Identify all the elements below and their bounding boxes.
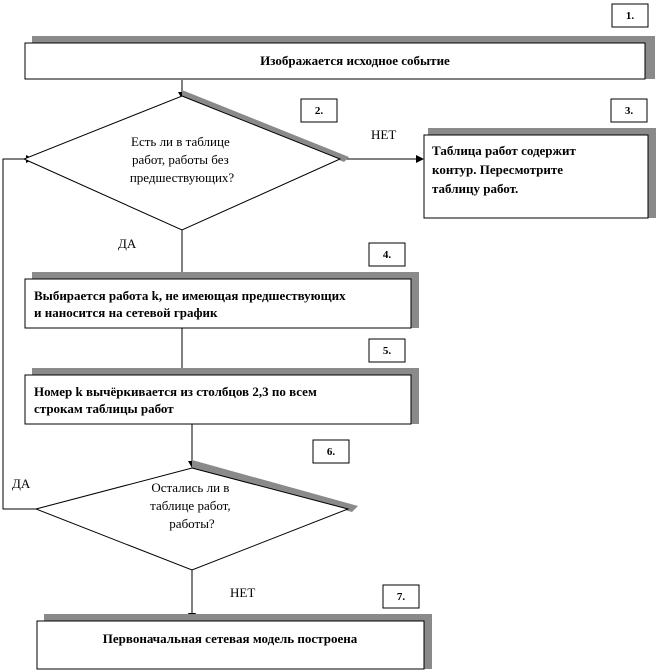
arrowhead-2-3 — [416, 155, 424, 163]
node-3-number: 3. — [625, 105, 634, 117]
node-7-number-box — [382, 584, 420, 609]
node-5-number-box — [368, 338, 406, 363]
edge-label-yes-2-4: ДА — [118, 236, 137, 251]
edge-label-no-6-7: НЕТ — [230, 585, 255, 600]
node-2-number: 2. — [315, 105, 324, 117]
node-1-box — [24, 42, 646, 80]
node-5-text: Номер k вычёркивается из столбцов 2,3 по… — [34, 384, 320, 416]
node-1-shadow-right — [645, 36, 655, 79]
node-3-shadow-top — [428, 128, 654, 138]
node-7-shadow-top — [44, 614, 432, 624]
node-6-number-box — [312, 439, 350, 464]
edge-label-no-2-3: НЕТ — [371, 127, 396, 142]
node-2-diamond — [22, 95, 342, 231]
node-4-shadow-right — [411, 272, 419, 328]
node-3-shadow-right — [648, 128, 656, 218]
node-3-text: Таблица работ содержит контур. Пересмотр… — [432, 143, 579, 196]
node-5-shadow-top — [32, 368, 419, 378]
node-6-shadow — [192, 460, 358, 512]
node-2-number-box — [300, 98, 338, 123]
node-6-text: Остались ли в таблице работ, работы? — [150, 480, 234, 531]
node-5-shadow-right — [411, 368, 419, 424]
node-7-shadow-right — [424, 614, 432, 669]
node-2-text: Есть ли в таблице работ, работы без пред… — [130, 134, 235, 185]
node-7-number: 7. — [397, 591, 406, 603]
edge-label-yes-6-loop: ДА — [12, 476, 31, 491]
node-6-diamond — [34, 467, 350, 571]
node-1-number: 1. — [626, 10, 635, 22]
node-4-text: Выбирается работа k, не имеющая предшест… — [34, 288, 349, 320]
connector-6-loop-to-2 — [2, 158, 40, 510]
node-3-number-box — [610, 98, 648, 123]
node-4-number: 4. — [383, 249, 392, 261]
node-5-number: 5. — [383, 345, 392, 357]
node-6-number: 6. — [327, 446, 336, 458]
node-5-box — [24, 374, 412, 425]
node-4-number-box — [368, 242, 406, 267]
node-7-box — [36, 620, 425, 670]
node-7-text: Первоначальная сетевая модель построена — [103, 631, 358, 646]
node-1-shadow-top — [32, 36, 655, 46]
node-4-box — [24, 278, 412, 329]
node-3-box — [423, 134, 649, 219]
node-1-text: Изображается исходное событие — [260, 53, 450, 68]
node-4-shadow-top — [32, 272, 419, 282]
node-1-number-box — [611, 3, 649, 28]
node-2-shadow — [182, 90, 349, 162]
